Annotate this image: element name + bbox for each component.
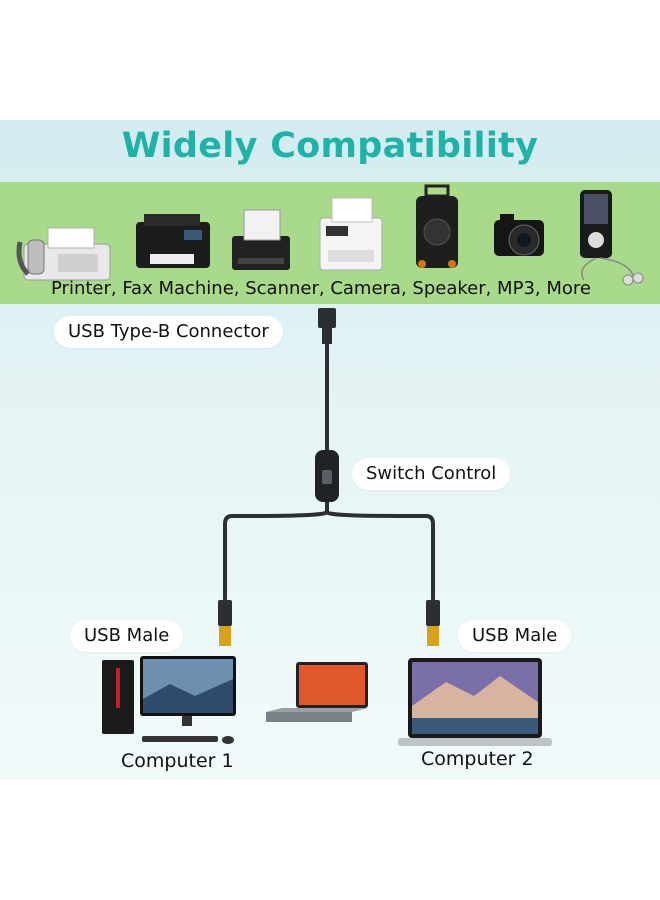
right-usb-male-label: USB Male — [458, 620, 572, 652]
left-usb-male-label: USB Male — [70, 620, 184, 652]
usb-male-plug-left — [218, 600, 232, 626]
laptop-right-icon — [396, 656, 554, 748]
usb-type-b-label: USB Type-B Connector — [54, 316, 283, 348]
usb-cable-diagram — [218, 308, 440, 646]
computer-1-label: Computer 1 — [121, 750, 234, 772]
usb-type-b-connector — [318, 308, 336, 328]
computer-2-label: Computer 2 — [421, 748, 534, 770]
laptop-middle-icon — [262, 660, 372, 730]
switch-control-label: Switch Control — [352, 458, 511, 490]
page-title: Widely Compatibility — [121, 126, 539, 166]
speaker-icon — [412, 184, 462, 270]
inkjet-printer-icon — [318, 196, 384, 272]
usb-male-plug-right — [426, 600, 440, 626]
desktop-computer-icon — [100, 654, 240, 750]
mp3-player-icon — [570, 188, 646, 288]
scanner-icon — [230, 208, 292, 272]
camera-icon — [492, 212, 546, 262]
devices-caption: Printer, Fax Machine, Scanner, Camera, S… — [51, 278, 591, 299]
fax-machine-icon — [14, 222, 114, 284]
printer-icon — [134, 212, 212, 272]
